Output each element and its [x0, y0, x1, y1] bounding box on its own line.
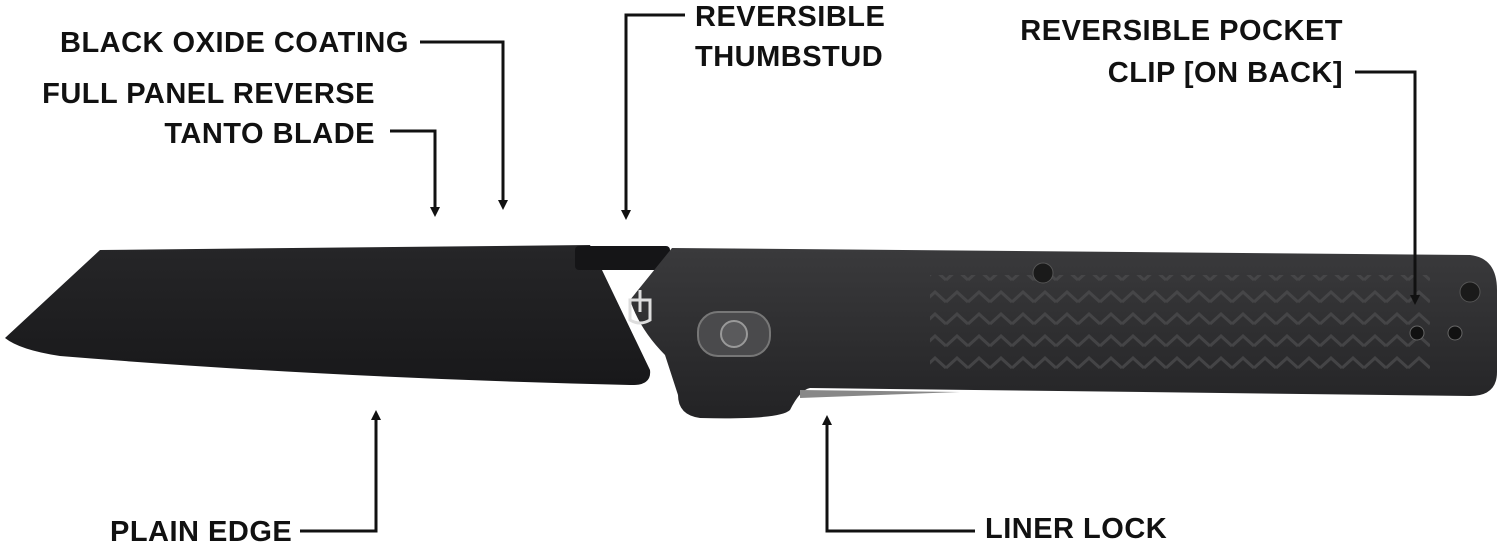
leader-black-oxide — [420, 40, 508, 210]
leader-full-panel — [390, 129, 440, 217]
label-full-panel-1: FULL PANEL REVERSE — [42, 78, 375, 110]
clip-hole — [1447, 325, 1463, 341]
leader-plain-edge — [300, 410, 381, 533]
label-thumbstud-2: THUMBSTUD — [695, 41, 883, 73]
label-thumbstud-1: REVERSIBLE — [695, 1, 885, 33]
blade — [5, 245, 651, 386]
liner-lock-detail — [800, 390, 960, 398]
leader-lines — [300, 13, 1420, 533]
screw — [1032, 262, 1054, 284]
gerber-logo-icon — [628, 290, 652, 325]
knife — [5, 245, 1497, 419]
label-liner-lock: LINER LOCK — [985, 513, 1167, 545]
screw — [1459, 281, 1481, 303]
leader-thumbstud — [621, 13, 685, 220]
chevron-texture — [930, 275, 1430, 375]
pivot-center — [720, 320, 748, 348]
clip-hole — [1409, 325, 1425, 341]
label-clip-1: REVERSIBLE POCKET — [1020, 15, 1343, 47]
leader-clip — [1355, 70, 1420, 305]
label-black-oxide: BLACK OXIDE COATING — [60, 27, 409, 59]
leader-liner-lock — [822, 415, 975, 533]
label-clip-2: CLIP [ON BACK] — [1108, 57, 1343, 89]
label-full-panel-2: TANTO BLADE — [164, 118, 375, 150]
label-plain-edge: PLAIN EDGE — [110, 516, 292, 548]
thumbstud — [575, 246, 670, 270]
